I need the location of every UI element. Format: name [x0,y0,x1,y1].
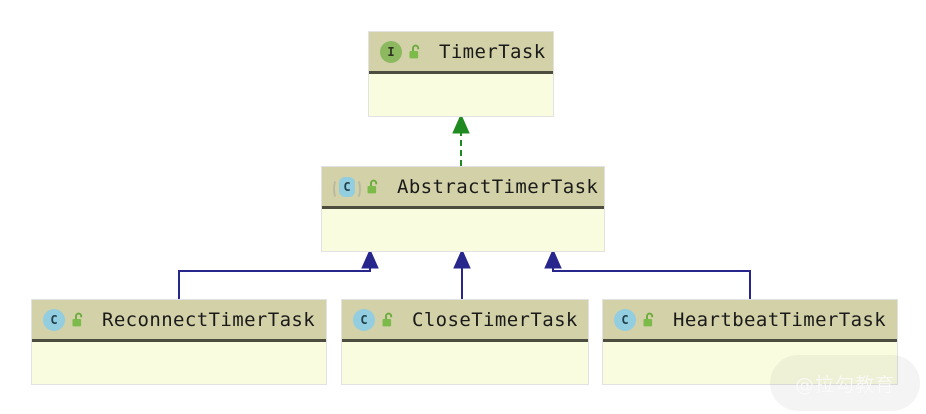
unlock-icon [402,44,423,60]
generalization-line [552,264,751,299]
unlock-icon [360,179,381,195]
edge-generalization-reconnecttimertask [178,248,379,299]
unlock-icon [636,312,657,328]
uml-node-reconnecttimertask[interactable]: C ReconnectTimerTask [31,299,327,385]
uml-node-header: C ReconnectTimerTask [32,300,326,342]
uml-node-header: I TimerTask [369,32,553,74]
class-icon-letter: C [43,308,65,331]
unlock-icon [375,312,396,328]
abstract-class-icon-letter: C [333,176,361,199]
uml-node-header: C AbstractTimerTask [322,167,604,209]
unlock-icon [65,312,86,328]
uml-node-header: C CloseTimerTask [342,300,588,342]
uml-node-header: C HeartbeatTimerTask [603,300,897,342]
class-icon: C [353,308,375,331]
uml-node-members [369,74,553,112]
uml-node-closetimertask[interactable]: C CloseTimerTask [341,299,589,385]
uml-node-title: AbstractTimerTask [397,175,599,198]
uml-node-timertask[interactable]: I TimerTask [368,31,554,117]
abstract-class-icon: C [333,176,361,199]
edge-generalization-closetimertask [453,248,471,299]
class-icon-letter: C [353,308,375,331]
uml-node-members [603,342,897,380]
edge-generalization-heartbeattimertask [544,248,751,299]
uml-node-title: ReconnectTimerTask [102,308,316,331]
class-icon-letter: C [614,308,636,331]
generalization-line [178,264,371,299]
uml-node-title: TimerTask [439,40,546,63]
edge-realization-abstracttimertask-to-timertask [452,113,470,166]
class-icon: C [614,308,636,331]
uml-node-abstracttimertask[interactable]: C AbstractTimerTask [321,166,605,252]
interface-icon-letter: I [380,40,402,63]
uml-node-members [322,209,604,247]
generalization-arrowhead [361,248,379,269]
realization-arrowhead [452,113,470,134]
uml-node-title: CloseTimerTask [412,308,578,331]
uml-node-members [32,342,326,380]
uml-node-heartbeattimertask[interactable]: C HeartbeatTimerTask [602,299,898,385]
interface-icon: I [380,40,402,63]
generalization-arrowhead [544,248,562,269]
uml-node-members [342,342,588,380]
uml-node-title: HeartbeatTimerTask [673,308,887,331]
class-icon: C [43,308,65,331]
generalization-arrowhead [453,248,471,269]
